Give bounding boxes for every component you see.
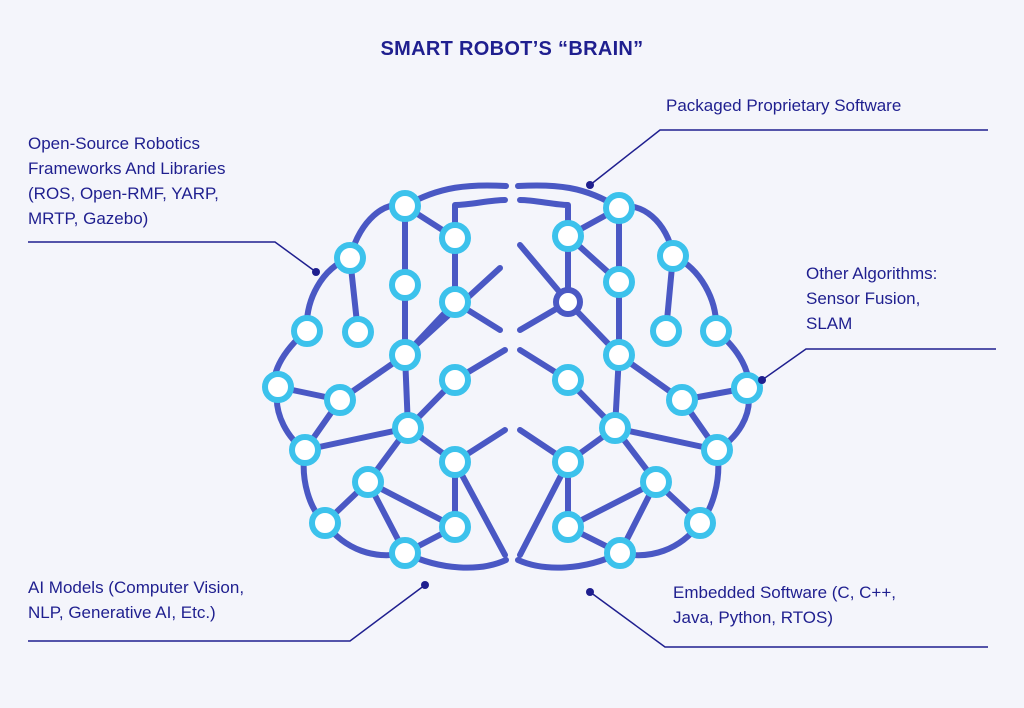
leader-ai [28, 584, 426, 642]
leader-packaged [589, 129, 988, 186]
circuit-node [439, 286, 471, 318]
circuit-node [657, 240, 689, 272]
dot-packaged [586, 181, 594, 189]
circuit-node [392, 412, 424, 444]
label-line: (ROS, Open-RMF, YARP, [28, 184, 219, 203]
label-ai-models: AI Models (Computer Vision, NLP, Generat… [28, 575, 244, 625]
circuit-junction-node [553, 287, 583, 317]
circuit-node [389, 269, 421, 301]
label-line: Frameworks And Libraries [28, 159, 226, 178]
label-line: Packaged Proprietary Software [666, 96, 902, 115]
label-embedded: Embedded Software (C, C++, Java, Python,… [673, 580, 896, 630]
circuit-node [439, 511, 471, 543]
circuit-node [389, 537, 421, 569]
circuit-node [291, 315, 323, 347]
label-line: Open-Source Robotics [28, 134, 200, 153]
circuit-node [439, 446, 471, 478]
label-line: AI Models (Computer Vision, [28, 578, 245, 597]
circuit-node [389, 339, 421, 371]
circuit-node [603, 266, 635, 298]
label-packaged: Packaged Proprietary Software [666, 93, 901, 118]
circuit-node [439, 364, 471, 396]
circuit-node [731, 372, 763, 404]
leader-open-source [28, 241, 317, 273]
circuit-node [309, 507, 341, 539]
dot-other [758, 376, 766, 384]
circuit-node [700, 315, 732, 347]
label-other-algorithms: Other Algorithms: Sensor Fusion, SLAM [806, 261, 937, 336]
label-line: Java, Python, RTOS) [673, 608, 833, 627]
right-circuit-lines [517, 197, 750, 558]
circuit-node [324, 384, 356, 416]
circuit-node [552, 364, 584, 396]
circuit-node [604, 537, 636, 569]
circuit-node [552, 220, 584, 252]
circuit-node [650, 315, 682, 347]
label-line: NLP, Generative AI, Etc.) [28, 603, 216, 622]
leader-other [761, 348, 996, 381]
label-line: SLAM [806, 314, 853, 333]
circuit-node [289, 434, 321, 466]
leader-lines [28, 129, 996, 648]
label-line: Other Algorithms: [806, 264, 938, 283]
circuit-node [640, 466, 672, 498]
dot-embedded [586, 588, 594, 596]
circuit-node [334, 242, 366, 274]
label-line: MRTP, Gazebo) [28, 209, 149, 228]
dot-ai [421, 581, 429, 589]
circuit-node [701, 434, 733, 466]
label-line: Embedded Software (C, C++, [673, 583, 897, 602]
leader-dots [312, 181, 766, 596]
circuit-node [552, 446, 584, 478]
dot-open-source [312, 268, 320, 276]
circuit-nodes [262, 190, 763, 569]
label-open-source: Open-Source Robotics Frameworks And Libr… [28, 131, 225, 231]
circuit-node [439, 222, 471, 254]
circuit-node [552, 511, 584, 543]
circuit-node [262, 371, 294, 403]
circuit-node [603, 339, 635, 371]
left-hemisphere [271, 182, 509, 571]
circuit-node [603, 192, 635, 224]
circuit-node [599, 412, 631, 444]
circuit-node [684, 507, 716, 539]
circuit-node [342, 316, 374, 348]
circuit-node [352, 466, 384, 498]
circuit-node [389, 190, 421, 222]
label-line: Sensor Fusion, [806, 289, 921, 308]
leader-embedded [589, 591, 988, 648]
left-outline [271, 182, 509, 571]
page-title: SMART ROBOT’S “BRAIN” [380, 38, 644, 60]
circuit-node [666, 384, 698, 416]
